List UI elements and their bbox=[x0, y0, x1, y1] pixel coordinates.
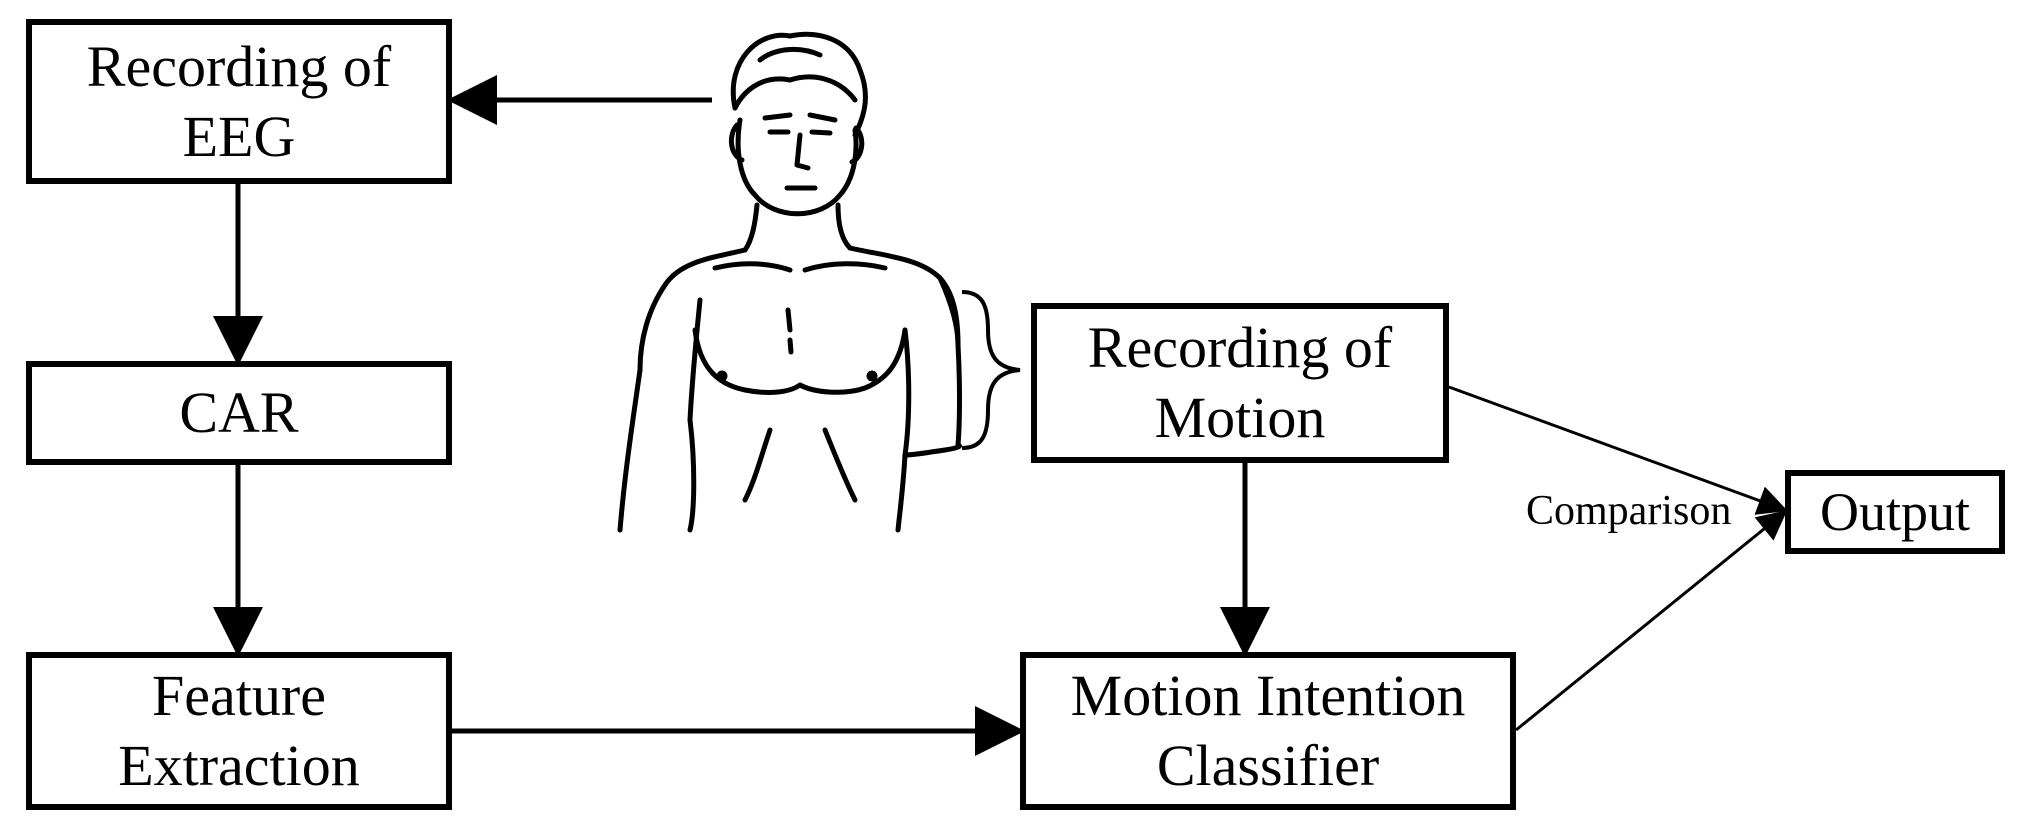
node-recording-eeg: Recording of EEG bbox=[26, 19, 452, 184]
arm-brace bbox=[961, 290, 1021, 450]
node-car: CAR bbox=[26, 361, 452, 465]
node-recording-motion: Recording of Motion bbox=[1031, 303, 1449, 463]
comparison-label: Comparison bbox=[1526, 488, 1732, 534]
node-feature-extraction-line-2: Extraction bbox=[118, 733, 360, 798]
node-recording-motion-line-1: Recording of bbox=[1087, 315, 1393, 380]
node-motion-intention-classifier: Motion Intention Classifier bbox=[1020, 652, 1516, 810]
node-recording-eeg-line-1: Recording of bbox=[86, 33, 392, 99]
node-car-line-1: CAR bbox=[179, 380, 299, 445]
edge-motion-to-output bbox=[1448, 385, 1788, 515]
node-classifier-line-2: Classifier bbox=[1156, 733, 1380, 798]
node-output-line-1: Output bbox=[1819, 482, 1970, 542]
node-recording-motion-line-2: Motion bbox=[1154, 385, 1326, 450]
node-classifier-line-1: Motion Intention bbox=[1070, 663, 1466, 728]
node-recording-eeg-line-2: EEG bbox=[182, 103, 296, 169]
node-feature-extraction-line-1: Feature bbox=[152, 663, 326, 728]
node-feature-extraction: Feature Extraction bbox=[26, 652, 452, 810]
node-output: Output bbox=[1785, 470, 2005, 554]
human-figure-icon bbox=[617, 31, 962, 533]
edge-classifier-to-output bbox=[1515, 510, 1788, 732]
